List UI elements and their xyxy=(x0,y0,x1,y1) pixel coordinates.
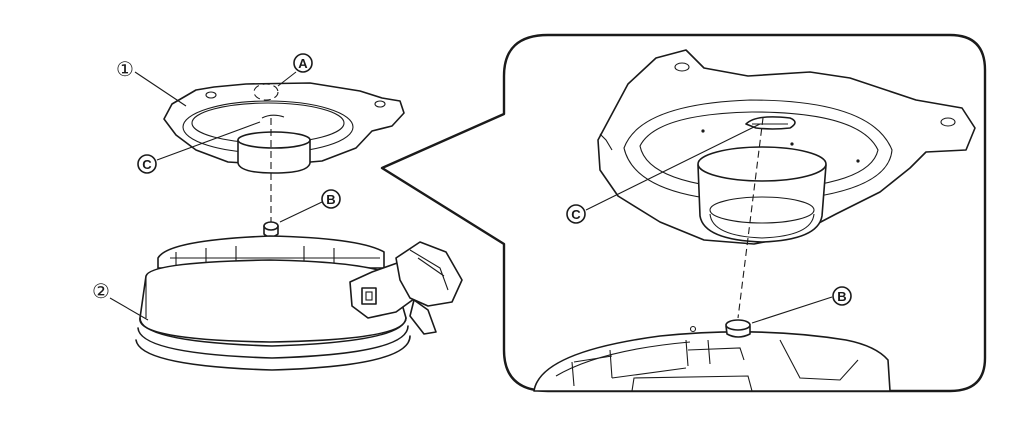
svg-text:B: B xyxy=(837,289,846,304)
speaker-bracket-overview xyxy=(163,82,405,174)
speaker-bracket-detail xyxy=(597,49,976,245)
leader-a xyxy=(277,71,297,87)
svg-text:B: B xyxy=(326,192,335,207)
alignment-axis-right xyxy=(737,117,764,319)
svg-text:①: ① xyxy=(116,59,134,81)
leader-b-left xyxy=(279,201,323,223)
label-point-b-left: B xyxy=(321,189,341,209)
label-point-a: A xyxy=(293,53,313,73)
label-point-b-right: B xyxy=(832,286,852,306)
leader-b-right xyxy=(751,296,833,324)
svg-text:C: C xyxy=(571,207,581,222)
leader-1 xyxy=(134,71,187,107)
label-part-2: ② xyxy=(92,281,110,303)
leader-c-right xyxy=(585,123,761,211)
label-point-c-left: C xyxy=(137,154,157,174)
svg-text:C: C xyxy=(142,157,152,172)
leader-c-left xyxy=(156,121,261,161)
label-part-1: ① xyxy=(116,59,134,81)
label-point-c-right: C xyxy=(566,204,586,224)
svg-text:A: A xyxy=(298,56,308,71)
svg-text:②: ② xyxy=(92,281,110,303)
speaker-unit-detail xyxy=(533,319,891,392)
connector-overview xyxy=(349,241,463,335)
speaker-unit-overview xyxy=(135,221,463,371)
leader-2 xyxy=(109,297,149,321)
